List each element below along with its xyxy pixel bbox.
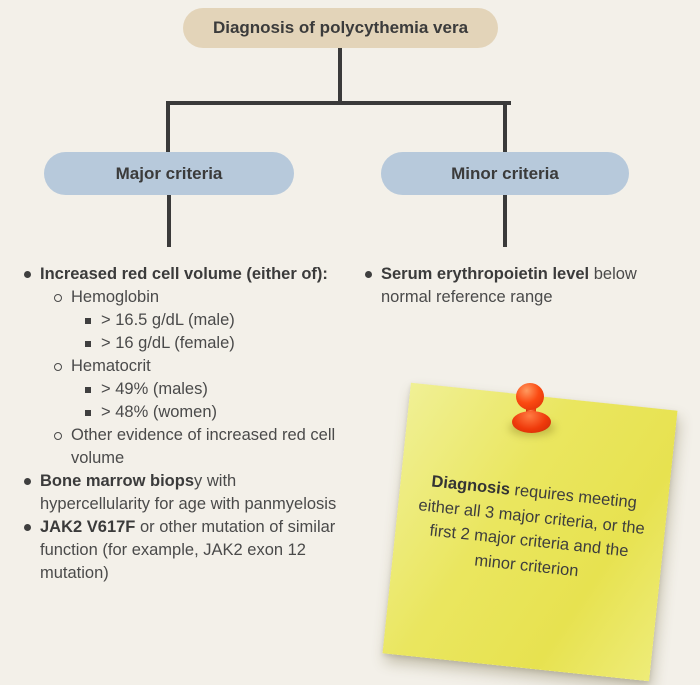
list-item: > 16 g/dL (female) (22, 332, 337, 355)
connector-line (166, 101, 170, 159)
connector-line (503, 195, 507, 247)
plain-text: > 16 g/dL (female) (101, 334, 235, 352)
diagram-title: Diagnosis of polycythemia vera (212, 18, 469, 37)
connector-line (503, 101, 507, 159)
plain-text: requires meeting either all 3 major crit… (417, 480, 646, 580)
list-item: Increased red cell volume (either of): (22, 263, 337, 286)
bold-text: Serum erythropoietin level (381, 265, 590, 283)
list-item-text: Hematocrit (71, 355, 151, 378)
bullet-circle-icon (53, 286, 71, 309)
bold-text: Diagnosis (430, 472, 511, 499)
plain-text: > 49% (males) (101, 380, 208, 398)
list-item: > 48% (women) (22, 401, 337, 424)
list-item-text: > 16.5 g/dL (male) (101, 309, 235, 332)
major-criteria-label: Major criteria (115, 163, 223, 183)
note-text: Diagnosis requires meeting either all 3 … (406, 468, 655, 591)
bullet-square-icon (83, 309, 101, 332)
list-item: > 49% (males) (22, 378, 337, 401)
list-item: Serum erythropoietin level below normal … (363, 263, 669, 309)
connector-line (166, 101, 511, 105)
bullet-disc-icon (22, 263, 40, 286)
list-item-text: > 16 g/dL (female) (101, 332, 235, 355)
list-item-text: > 49% (males) (101, 378, 208, 401)
plain-text: below normal reference range (381, 265, 637, 306)
minor-criteria-node: Minor criteria (381, 152, 629, 195)
bullet-disc-icon (22, 516, 40, 585)
list-item-text: Hemoglobin (71, 286, 159, 309)
plain-text: Other evidence of increased red cell vol… (71, 426, 336, 467)
bullet-circle-icon (53, 424, 71, 470)
connector-line (338, 48, 342, 103)
list-item-text: Other evidence of increased red cell vol… (71, 424, 337, 470)
plain-text: y with hypercellularity for age with pan… (40, 472, 337, 513)
plain-text: > 16.5 g/dL (male) (101, 311, 235, 329)
bold-text: JAK2 V617F (40, 518, 136, 536)
bullet-circle-icon (53, 355, 71, 378)
plain-text: > 48% (women) (101, 403, 218, 421)
connector-line (167, 195, 171, 247)
plain-text: Hematocrit (71, 357, 151, 375)
bold-text: Bone marrow biops (40, 472, 195, 490)
minor-criteria-label: Minor criteria (451, 163, 559, 183)
plain-text: Hemoglobin (71, 288, 160, 306)
list-item: Bone marrow biopsy with hypercellularity… (22, 470, 337, 516)
bullet-disc-icon (363, 263, 381, 309)
list-item: Hematocrit (22, 355, 337, 378)
list-item-text: > 48% (women) (101, 401, 217, 424)
pushpin-icon (516, 383, 544, 410)
major-criteria-node: Major criteria (44, 152, 294, 195)
list-item-text: Increased red cell volume (either of): (40, 263, 328, 286)
list-item: > 16.5 g/dL (male) (22, 309, 337, 332)
minor-criteria-list: Serum erythropoietin level below normal … (363, 263, 669, 309)
list-item-text: Serum erythropoietin level below normal … (381, 263, 669, 309)
list-item: Other evidence of increased red cell vol… (22, 424, 337, 470)
bold-text: Increased red cell volume (either of): (40, 265, 328, 283)
plain-text: or other mutation of similar function (f… (40, 518, 336, 582)
list-item: Hemoglobin (22, 286, 337, 309)
list-item: JAK2 V617F or other mutation of similar … (22, 516, 337, 585)
list-item-text: JAK2 V617F or other mutation of similar … (40, 516, 337, 585)
pushpin-icon (512, 411, 551, 433)
bullet-square-icon (83, 332, 101, 355)
root-node-title: Diagnosis of polycythemia vera (183, 8, 498, 48)
bullet-square-icon (83, 378, 101, 401)
list-item-text: Bone marrow biopsy with hypercellularity… (40, 470, 337, 516)
major-criteria-list: Increased red cell volume (either of): H… (22, 263, 337, 585)
bullet-disc-icon (22, 470, 40, 516)
bullet-square-icon (83, 401, 101, 424)
